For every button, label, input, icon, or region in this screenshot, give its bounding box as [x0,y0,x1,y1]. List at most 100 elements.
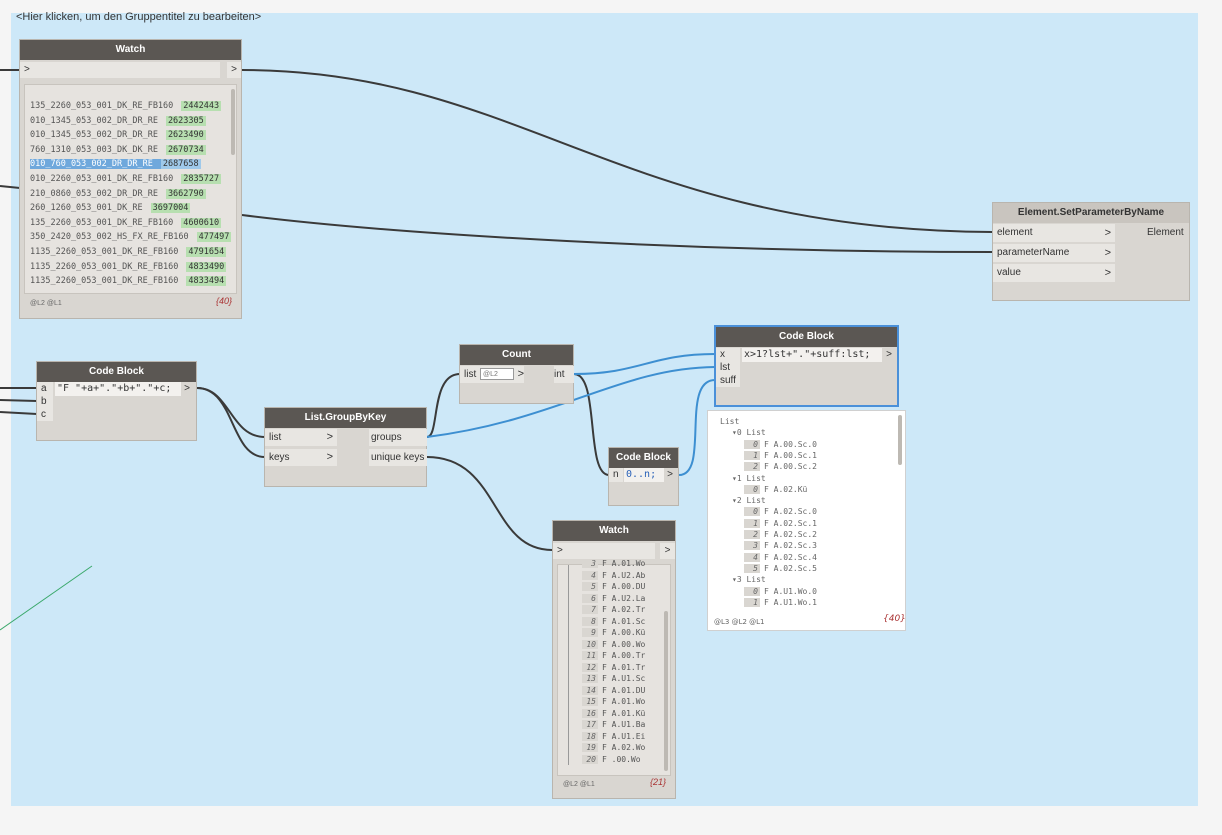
port-list[interactable]: list> [265,429,337,446]
item-index: 19 [582,743,598,752]
item-name: 1135_2260_053_001_DK_RE_FB160 [30,261,179,272]
port-output-element[interactable]: Element [1147,227,1184,238]
group-by-key-node[interactable]: List.GroupByKey list> keys> groups uniqu… [264,407,427,487]
port-parametername[interactable]: parameterName> [993,244,1115,262]
code-editor[interactable]: 0..n; [624,468,664,482]
tree-list-node[interactable]: ▾2 List [732,496,766,505]
port-x[interactable]: x [716,348,740,361]
count-node[interactable]: Count list @L2 > int [459,344,574,404]
tree-list-node[interactable]: List [720,417,739,426]
watch-output-port[interactable]: > [227,62,241,78]
output-port[interactable]: > [667,469,673,480]
wire-count-to-x [573,353,716,375]
port-lst[interactable]: lst [716,361,740,374]
group-title[interactable]: <Hier klicken, um den Gruppentitel zu be… [16,11,262,23]
output-port[interactable]: > [184,383,190,394]
watch-input-port[interactable]: > [20,62,220,78]
port-suff[interactable]: suff [716,374,740,387]
port-keys[interactable]: keys> [265,449,337,466]
item-index: 14 [582,685,598,695]
port-list[interactable]: list @L2 > [460,366,524,383]
code-editor[interactable]: x>1?lst+"."+suff:lst; [742,348,882,362]
item-text: F A.00.Wo [602,639,646,649]
node-title: Code Block [37,362,196,382]
scrollbar[interactable] [898,415,902,465]
port-a[interactable]: a [37,382,53,395]
port-n[interactable]: n [609,468,623,482]
port-c[interactable]: c [37,408,53,421]
item-index: 4 [582,570,598,580]
set-parameter-node[interactable]: Element.SetParameterByName element> para… [992,202,1190,301]
item-text: F A.01.Wo [602,559,646,568]
port-element[interactable]: element> [993,224,1115,242]
code-editor[interactable]: "F "+a+"."+b+"."+c; [55,382,181,396]
port-unique-keys[interactable]: unique keys [369,449,427,466]
code-block-3[interactable]: Code Block x lst suff x>1?lst+"."+suff:l… [714,325,899,407]
port-groups[interactable]: groups [369,429,427,446]
code-block-2[interactable]: Code Block n 0..n; > [608,447,679,506]
code-block-1[interactable]: Code Block a b c "F "+a+"."+b+"."+c; > [36,361,197,441]
scrollbar[interactable] [231,89,235,155]
item-text: ▾1 List [732,473,766,483]
output-port[interactable]: > [886,349,892,360]
tree-list-node[interactable]: ▾0 List [732,428,766,437]
scrollbar[interactable] [664,611,668,771]
tree-list-node[interactable]: ▾1 List [732,474,766,483]
lacing-selector[interactable]: @L2 [480,368,514,380]
tree-list-node[interactable]: ▾3 List [732,575,766,584]
watch-output-port[interactable]: > [660,543,675,559]
port-value[interactable]: value> [993,264,1115,282]
watch-input-port[interactable]: > [553,543,655,559]
port-int[interactable]: int [554,366,574,383]
port-b[interactable]: b [37,395,53,408]
